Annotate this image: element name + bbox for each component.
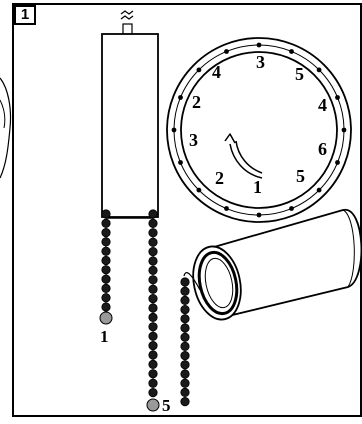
bead	[148, 284, 158, 294]
hook-block	[122, 23, 133, 35]
left-weight	[99, 311, 113, 325]
dial-number: 5	[296, 166, 305, 186]
dial: 3 5 4 6 5 1 2 3 2 4	[166, 37, 352, 223]
cylinder-end-middle	[197, 250, 239, 316]
bead	[101, 255, 111, 266]
dial-dot	[341, 127, 347, 133]
dial-number: 2	[192, 92, 201, 112]
bead	[148, 293, 158, 304]
left-weight-label: 1	[100, 327, 109, 346]
bead	[180, 396, 190, 407]
bead	[101, 246, 111, 256]
bead	[101, 237, 111, 247]
bead	[101, 228, 111, 238]
bead	[180, 277, 190, 287]
bead	[148, 312, 158, 322]
right-weight-label: 5	[162, 396, 171, 415]
bead	[180, 286, 190, 296]
bead	[101, 283, 111, 293]
dial-inner-ring	[180, 51, 338, 209]
bead	[148, 378, 158, 388]
bead	[180, 341, 190, 351]
rolled-cylinder	[183, 209, 362, 321]
dial-dot	[178, 160, 183, 165]
bead	[148, 218, 158, 228]
step-number-badge: 1	[14, 5, 36, 25]
dial-dot	[289, 49, 294, 54]
dial-dot	[335, 95, 340, 100]
bead	[148, 237, 158, 247]
dial-dot	[256, 212, 262, 218]
dial-dot	[316, 187, 322, 193]
dial-dot	[224, 49, 229, 54]
bead	[101, 265, 111, 275]
dial-number: 2	[215, 168, 224, 188]
bead	[148, 265, 158, 275]
dial-number: 5	[295, 64, 304, 84]
dial-number: 6	[318, 139, 327, 159]
bead	[180, 314, 190, 324]
right-weight	[146, 398, 160, 412]
partial-hand-outline	[0, 77, 12, 179]
bead	[148, 387, 158, 398]
bead	[148, 303, 158, 313]
bead	[180, 304, 190, 315]
dial-number: 3	[256, 52, 265, 72]
cylinder-bead-chain	[180, 277, 190, 407]
bead	[180, 332, 190, 342]
left-bead-chain	[101, 209, 111, 312]
dial-dot	[171, 127, 177, 133]
partial-hand-detail	[0, 99, 6, 129]
bead	[101, 293, 111, 303]
dial-dot	[316, 67, 322, 73]
panel-border	[12, 3, 362, 417]
bead	[180, 323, 190, 333]
cylinder-string	[183, 272, 201, 291]
dial-number: 4	[212, 62, 221, 82]
dial-dot	[178, 95, 183, 100]
bead	[101, 218, 111, 228]
bead	[148, 275, 158, 285]
bead	[148, 228, 158, 238]
bead	[180, 369, 190, 379]
dial-dot	[256, 42, 262, 48]
cylinder-body	[213, 209, 362, 319]
dial-outer-ring	[166, 37, 352, 223]
bead	[148, 322, 158, 332]
bead	[148, 331, 158, 341]
bead	[101, 302, 111, 312]
rotation-arrow-icon	[224, 133, 263, 179]
dial-number: 3	[189, 130, 198, 150]
hook-icon	[120, 10, 134, 20]
dial-dot	[196, 67, 202, 73]
dial-number: 1	[253, 177, 262, 197]
bead	[148, 340, 158, 351]
bead	[180, 295, 190, 305]
dial-dot	[289, 206, 294, 211]
pendulum-box	[101, 10, 159, 219]
bead	[180, 378, 190, 388]
bead	[101, 209, 111, 219]
dial-dot	[335, 160, 340, 165]
bead	[148, 359, 158, 369]
bead	[180, 387, 190, 397]
bead	[148, 350, 158, 360]
bead	[148, 369, 158, 379]
dial-dots	[171, 42, 347, 218]
bead	[148, 209, 158, 219]
box-body	[101, 33, 159, 218]
dial-number: 4	[318, 95, 327, 115]
bead	[180, 360, 190, 370]
bead	[180, 350, 190, 361]
bead	[148, 247, 158, 257]
right-bead-chain	[148, 209, 158, 398]
dial-dot	[196, 187, 202, 193]
cylinder-end-inner	[204, 257, 234, 309]
dial-dot	[224, 206, 229, 211]
cylinder-edge-hidden	[342, 209, 355, 288]
bead	[148, 256, 158, 266]
bead	[101, 274, 111, 284]
